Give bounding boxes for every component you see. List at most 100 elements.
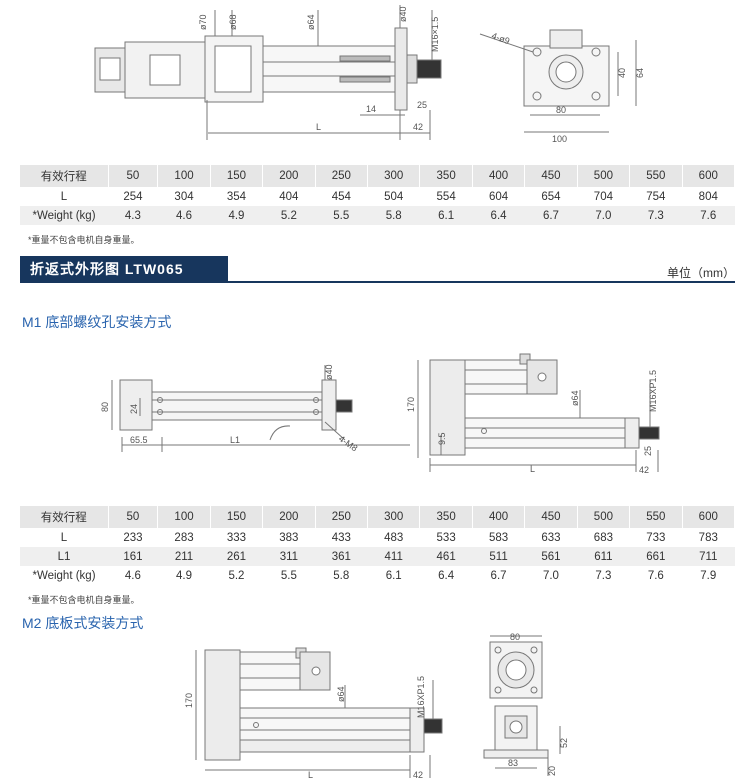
- dim-40: 40: [617, 68, 627, 78]
- col-header: 50: [108, 506, 159, 528]
- col-header: 500: [577, 165, 631, 187]
- row-label: L: [60, 190, 68, 203]
- cell: 7.3: [629, 206, 683, 225]
- row-label: *Weight (kg): [32, 569, 96, 582]
- cell: 433: [331, 531, 351, 544]
- dim-100: 100: [552, 134, 567, 144]
- dim-m16xp-m2: M16XP1.5: [416, 676, 426, 718]
- section-title: 折返式外形图 LTW065: [20, 256, 228, 283]
- dim-9-5: 9.5: [437, 432, 447, 445]
- dim-80-m1: 80: [100, 402, 110, 412]
- col-header: 有效行程: [20, 506, 109, 528]
- unit-label: 单位（mm）: [667, 266, 735, 280]
- cell: 6.4: [472, 206, 525, 225]
- cell: 304: [174, 190, 194, 203]
- dim-m16: M16×1.5: [430, 17, 440, 52]
- cell: 7.0: [542, 569, 559, 582]
- dim-65-5: 65.5: [130, 435, 148, 445]
- dim-170-m1: 170: [406, 397, 416, 412]
- cell: 6.1: [385, 569, 402, 582]
- cell: 283: [174, 531, 194, 544]
- col-header: 500: [577, 506, 631, 528]
- col-header: 250: [315, 165, 369, 187]
- cell: 5.2: [262, 206, 316, 225]
- drawing-m1: ø40 80 24 65.5 L1 4-M8 170 ø64 M16XP1.5 …: [0, 340, 750, 500]
- dim-80: 80: [556, 105, 566, 115]
- dim-l-m2: L: [308, 770, 313, 779]
- dim-l-m1: L: [530, 464, 535, 474]
- col-header: 450: [524, 165, 578, 187]
- cell: 5.2: [228, 569, 245, 582]
- cell: 533: [436, 531, 456, 544]
- cell: 5.5: [280, 569, 297, 582]
- cell: 511: [472, 547, 525, 566]
- col-header: 100: [157, 165, 211, 187]
- section-header: 折返式外形图 LTW065 单位（mm）: [20, 256, 735, 283]
- cell: 733: [646, 531, 666, 544]
- cell: 583: [488, 531, 509, 544]
- cell: 504: [384, 190, 404, 203]
- dim-o40-m1: ø40: [324, 364, 334, 380]
- dim-l: L: [316, 122, 321, 132]
- col-header: 450: [524, 506, 578, 528]
- table-row: L 233 283 333 383 433 483 533 583 633 68…: [20, 528, 735, 547]
- table-row: *Weight (kg) 4.6 4.9 5.2 5.5 5.8 6.1 6.4…: [20, 566, 735, 585]
- cell: 604: [488, 190, 509, 203]
- dim-42-m2: 42: [413, 770, 423, 779]
- drawing-m2: 170 ø64 M16XP1.5 L 42 80 52 83 20: [0, 630, 750, 779]
- cell: 654: [541, 190, 561, 203]
- cell: 161: [108, 547, 158, 566]
- cell: 261: [210, 547, 263, 566]
- cell: 211: [157, 547, 211, 566]
- dim-25-m1: 25: [643, 446, 653, 456]
- spec-table-m1: 有效行程 50 100 150 200 250 300 350 400 450 …: [20, 506, 736, 585]
- cell: 483: [384, 531, 404, 544]
- cell: 5.8: [367, 206, 420, 225]
- weight-note: *重量不包含电机自身重量。: [28, 595, 140, 605]
- cell: 404: [279, 190, 299, 203]
- dim-l1-m1: L1: [230, 435, 240, 445]
- dim-o64: ø64: [306, 14, 316, 30]
- dim-4m8: 4-M8: [337, 433, 360, 453]
- table-row: L1 161 211 261 311 361 411 461 511 561 6…: [20, 547, 735, 566]
- dim-64: 64: [635, 68, 645, 78]
- cell: 354: [226, 190, 247, 203]
- dim-52-m2: 52: [559, 738, 569, 748]
- row-label: L: [60, 531, 68, 544]
- cell: 6.7: [524, 206, 578, 225]
- cell: 411: [367, 547, 420, 566]
- dim-80-m2: 80: [510, 632, 520, 642]
- col-header: 550: [629, 506, 683, 528]
- col-header: 300: [367, 506, 421, 528]
- drawing-inline-actuator: ø70 ø68 ø64 ø40 M16×1.5 14 25 L 42 4-ø9 …: [0, 0, 750, 160]
- dim-m16xp-m1: M16XP1.5: [648, 370, 658, 412]
- cell: 461: [419, 547, 473, 566]
- table-row: *Weight (kg) 4.3 4.6 4.9 5.2 5.5 5.8 6.1…: [20, 206, 735, 225]
- row-label: L1: [20, 547, 108, 566]
- dim-o64-m2: ø64: [336, 686, 346, 702]
- m1-heading: M1 底部螺纹孔安装方式: [22, 314, 172, 330]
- col-header: 150: [210, 506, 264, 528]
- row-label: *Weight (kg): [20, 206, 108, 225]
- cell: 804: [698, 190, 718, 203]
- dim-o40: ø40: [398, 6, 408, 22]
- cell: 6.7: [490, 569, 507, 582]
- dim-o68: ø68: [228, 14, 238, 30]
- col-header: 350: [419, 506, 473, 528]
- cell: 311: [262, 547, 316, 566]
- dim-20-m2: 20: [547, 766, 557, 776]
- cell: 7.6: [682, 206, 735, 225]
- col-header: 400: [472, 506, 526, 528]
- cell: 754: [646, 190, 666, 203]
- cell: 6.1: [419, 206, 473, 225]
- cell: 561: [524, 547, 578, 566]
- cell: 4.9: [210, 206, 263, 225]
- table-header-row: 有效行程 50 100 150 200 250 300 350 400 450 …: [20, 506, 736, 528]
- cell: 783: [698, 531, 718, 544]
- cell: 361: [315, 547, 368, 566]
- dim-25: 25: [417, 100, 427, 110]
- dim-o70: ø70: [198, 14, 208, 30]
- dim-14: 14: [366, 104, 376, 114]
- col-header: 600: [682, 165, 736, 187]
- col-header: 200: [262, 165, 316, 187]
